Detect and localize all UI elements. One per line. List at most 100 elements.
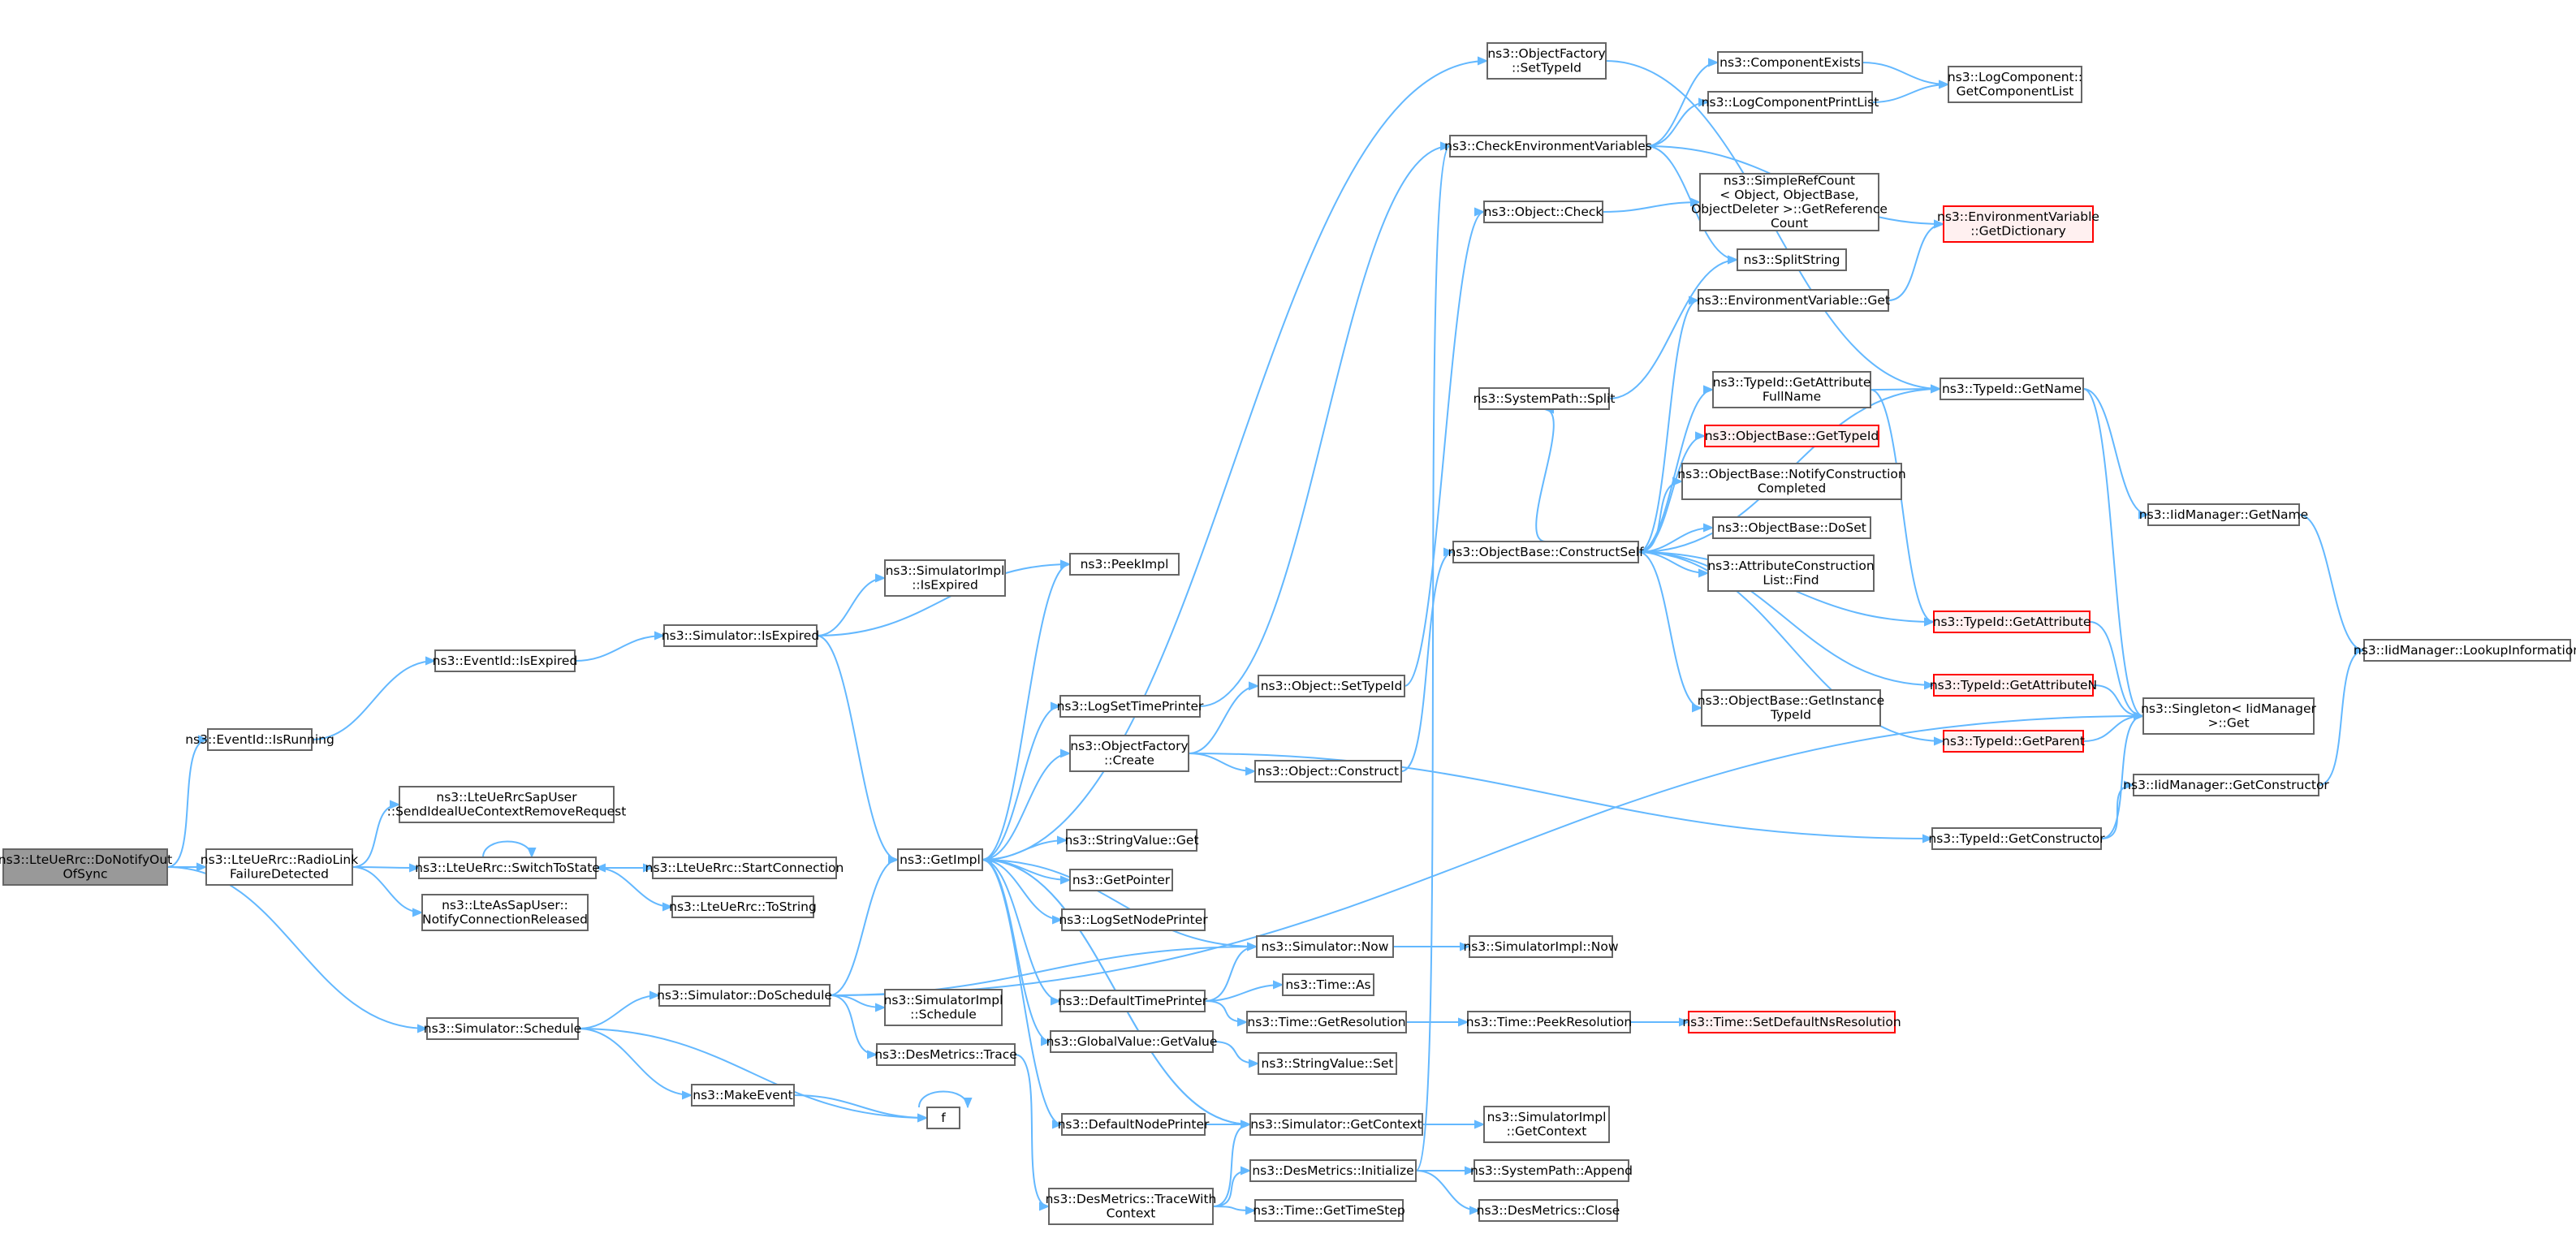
node-label: ns3::SimulatorImpl [1487, 1110, 1607, 1124]
node-implNow[interactable]: ns3::SimulatorImpl::Now [1463, 935, 1619, 958]
node-box [1943, 205, 2094, 243]
node-asSapUser[interactable]: ns3::LteAsSapUser::NotifyConnectionRelea… [421, 894, 589, 931]
node-strSet[interactable]: ns3::StringValue::Set [1258, 1052, 1397, 1075]
node-desTrace[interactable]: ns3::DesMetrics::Trace [874, 1043, 1017, 1066]
node-constructSelf[interactable]: ns3::ObjectBase::ConstructSelf [1448, 541, 1644, 563]
node-logSetNode[interactable]: ns3::LogSetNodePrinter [1059, 908, 1208, 931]
node-timeGetStep[interactable]: ns3::Time::GetTimeStep [1253, 1199, 1405, 1222]
node-label: OfSync [63, 867, 107, 882]
node-box [1449, 135, 1647, 157]
edge-tidGetName-to-singletonGet [2082, 388, 2143, 716]
node-simIsExpired[interactable]: ns3::Simulator::IsExpired [662, 624, 819, 647]
node-desInit[interactable]: ns3::DesMetrics::Initialize [1249, 1159, 1417, 1182]
node-singletonGet[interactable]: ns3::Singleton< IidManager>::Get [2141, 697, 2317, 735]
node-logGetList[interactable]: ns3::LogComponent::GetComponentList [1948, 66, 2082, 103]
node-doSchedule[interactable]: ns3::Simulator::DoSchedule [657, 984, 832, 1007]
node-peekRes[interactable]: ns3::Time::PeekResolution [1466, 1011, 1632, 1033]
node-f[interactable]: f [926, 1107, 960, 1129]
node-box [1704, 425, 1879, 447]
node-ofCreate[interactable]: ns3::ObjectFactory::Create [1069, 735, 1189, 772]
node-sysSplit[interactable]: ns3::SystemPath::Split [1474, 387, 1616, 410]
node-switchToState[interactable]: ns3::LteUeRrc::SwitchToState [415, 856, 600, 879]
node-implIsExpired[interactable]: ns3::SimulatorImpl::IsExpired [884, 559, 1006, 597]
edge-isRunning-to-eidIsExpired [311, 661, 435, 740]
node-label: ns3::Time::PeekResolution [1466, 1015, 1632, 1029]
edge-constructSelf-to-tidGetAttrN [1638, 551, 1934, 685]
node-logSetTime[interactable]: ns3::LogSetTimePrinter [1057, 695, 1204, 718]
node-defNodePrinter[interactable]: ns3::DefaultNodePrinter [1058, 1113, 1210, 1136]
node-tidGetAttr[interactable]: ns3::TypeId::GetAttribute [1933, 611, 2091, 633]
node-schedule[interactable]: ns3::Simulator::Schedule [424, 1017, 581, 1040]
node-implGetContext[interactable]: ns3::SimulatorImpl::GetContext [1483, 1106, 1610, 1143]
node-startConn[interactable]: ns3::LteUeRrc::StartConnection [645, 856, 844, 879]
node-label: f [941, 1111, 946, 1125]
node-simGetContext[interactable]: ns3::Simulator::GetContext [1249, 1113, 1423, 1136]
node-tidGetParent[interactable]: ns3::TypeId::GetParent [1942, 730, 2085, 753]
node-timeAs[interactable]: ns3::Time::As [1282, 973, 1374, 996]
node-implSchedule[interactable]: ns3::SimulatorImpl::Schedule [884, 989, 1003, 1026]
edge-constructSelf-to-notifyConstr [1638, 481, 1682, 553]
node-simNow[interactable]: ns3::Simulator::Now [1256, 935, 1394, 958]
edge-envGet-to-envGetDict [1888, 224, 1944, 301]
node-tidGetAttrN[interactable]: ns3::TypeId::GetAttributeN [1930, 674, 2097, 697]
node-label: ns3::SystemPath::Append [1470, 1163, 1633, 1178]
node-tidGetName[interactable]: ns3::TypeId::GetName [1940, 378, 2084, 400]
node-gvGetValue[interactable]: ns3::GlobalValue::GetValue [1046, 1030, 1218, 1053]
node-compExists[interactable]: ns3::ComponentExists [1717, 51, 1863, 74]
node-box [1478, 387, 1610, 410]
node-obGetTypeId[interactable]: ns3::ObjectBase::GetTypeId [1704, 425, 1879, 447]
edge-objCheck-to-refCount [1602, 202, 1700, 213]
node-peekImpl[interactable]: ns3::PeekImpl [1069, 553, 1180, 576]
node-isRunning[interactable]: ns3::EventId::IsRunning [185, 728, 334, 751]
node-label: ns3::Object::SetTypeId [1261, 679, 1403, 693]
node-toString[interactable]: ns3::LteUeRrc::ToString [669, 895, 817, 918]
node-label: ns3::LteUeRrc::DoNotifyOut [0, 852, 172, 867]
node-getPointer[interactable]: ns3::GetPointer [1069, 869, 1173, 891]
node-sysAppend[interactable]: ns3::SystemPath::Append [1470, 1159, 1633, 1182]
node-refCount[interactable]: ns3::SimpleRefCount< Object, ObjectBase,… [1691, 173, 1888, 231]
node-envGetDict[interactable]: ns3::EnvironmentVariable::GetDictionary [1937, 205, 2099, 243]
node-iidLookup[interactable]: ns3::IidManager::LookupInformation [2354, 639, 2576, 662]
node-box [426, 1017, 579, 1040]
node-logPrintList[interactable]: ns3::LogComponentPrintList [1702, 91, 1879, 114]
node-checkEnv[interactable]: ns3::CheckEnvironmentVariables [1444, 135, 1652, 157]
edge-constructSelf-to-obGetTypeId [1638, 436, 1705, 553]
node-box [1483, 1106, 1610, 1143]
node-defTimePrinter[interactable]: ns3::DefaultTimePrinter [1058, 990, 1208, 1012]
node-iidGetName[interactable]: ns3::IidManager::GetName [2139, 503, 2308, 526]
node-eidIsExpired[interactable]: ns3::EventId::IsExpired [433, 649, 578, 672]
node-box [1933, 611, 2091, 633]
node-desClose[interactable]: ns3::DesMetrics::Close [1477, 1199, 1620, 1222]
node-box [1254, 760, 1402, 783]
node-objSetTypeId[interactable]: ns3::Object::SetTypeId [1258, 675, 1405, 697]
node-sapUser[interactable]: ns3::LteUeRrcSapUser::SendIdealUeContext… [387, 786, 627, 823]
node-objCheck[interactable]: ns3::Object::Check [1483, 201, 1603, 223]
node-envGet[interactable]: ns3::EnvironmentVariable::Get [1697, 289, 1890, 312]
node-notifyConstr[interactable]: ns3::ObjectBase::NotifyConstructionCompl… [1677, 463, 1906, 500]
node-setDefRes[interactable]: ns3::Time::SetDefaultNsResolution [1682, 1011, 1901, 1033]
node-timeGetRes[interactable]: ns3::Time::GetResolution [1246, 1011, 1407, 1033]
node-makeEvent[interactable]: ns3::MakeEvent [691, 1084, 795, 1107]
node-iidGetConstructor[interactable]: ns3::IidManager::GetConstructor [2123, 774, 2329, 796]
edge-constructSelf-to-sysSplit [1535, 409, 1555, 542]
node-box [663, 624, 818, 647]
node-getImpl[interactable]: ns3::GetImpl [897, 848, 983, 871]
node-splitString[interactable]: ns3::SplitString [1737, 248, 1847, 271]
node-box [1048, 1188, 1214, 1225]
node-box [1940, 378, 2084, 400]
node-label: ns3::DesMetrics::Trace [874, 1047, 1017, 1062]
node-strGet[interactable]: ns3::StringValue::Get [1064, 829, 1199, 852]
node-label: ns3::ComponentExists [1719, 55, 1861, 70]
node-label: ns3::SimulatorImpl [886, 563, 1005, 578]
node-ofSetTypeId[interactable]: ns3::ObjectFactory::SetTypeId [1486, 42, 1607, 80]
node-tidGetConstructor[interactable]: ns3::TypeId::GetConstructor [1928, 827, 2105, 850]
node-objConstruct[interactable]: ns3::Object::Construct [1254, 760, 1402, 783]
node-doSet[interactable]: ns3::ObjectBase::DoSet [1712, 516, 1871, 539]
edge-schedule-to-f [577, 1028, 927, 1118]
